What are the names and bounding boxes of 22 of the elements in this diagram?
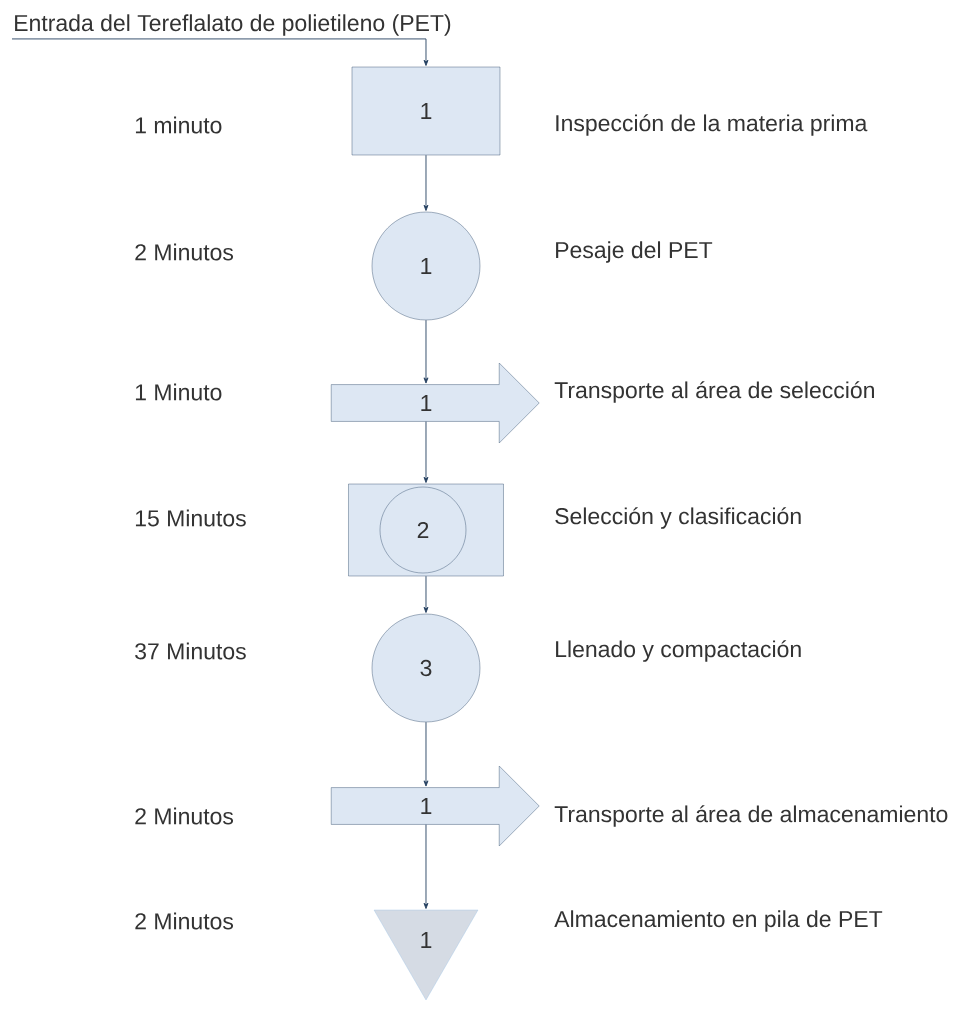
step-description: Selección y clasificación [555, 507, 801, 529]
duration-text: 1 Minuto [135, 383, 222, 401]
step-description: Inspección de la materia prima [556, 114, 868, 136]
arrow [423, 575, 429, 613]
step-description: Llenado y compactación [556, 640, 801, 662]
entry-text: Entrada del Tereflalato de polietileno (PET) [15, 14, 451, 36]
step-description: Pesaje del PET [556, 241, 713, 263]
arrow [423, 154, 429, 211]
step-description: Almacenamiento en pila de PET [554, 910, 883, 932]
arrow [423, 421, 429, 483]
storage-triangle: 1 [373, 909, 479, 1001]
arrow [423, 824, 429, 909]
duration-text: 15 Minutos [135, 509, 246, 527]
arrow [11, 38, 429, 66]
duration-text: 1 minuto [135, 116, 222, 134]
arrow [423, 721, 429, 787]
arrow [423, 319, 429, 384]
inspection-box: 1 [351, 66, 501, 156]
duration-text: 2 Minutos [135, 243, 234, 261]
duration-text: 2 Minutos [135, 912, 234, 930]
duration-text: 37 Minutos [135, 642, 246, 660]
duration-text: 2 Minutos [135, 807, 234, 825]
